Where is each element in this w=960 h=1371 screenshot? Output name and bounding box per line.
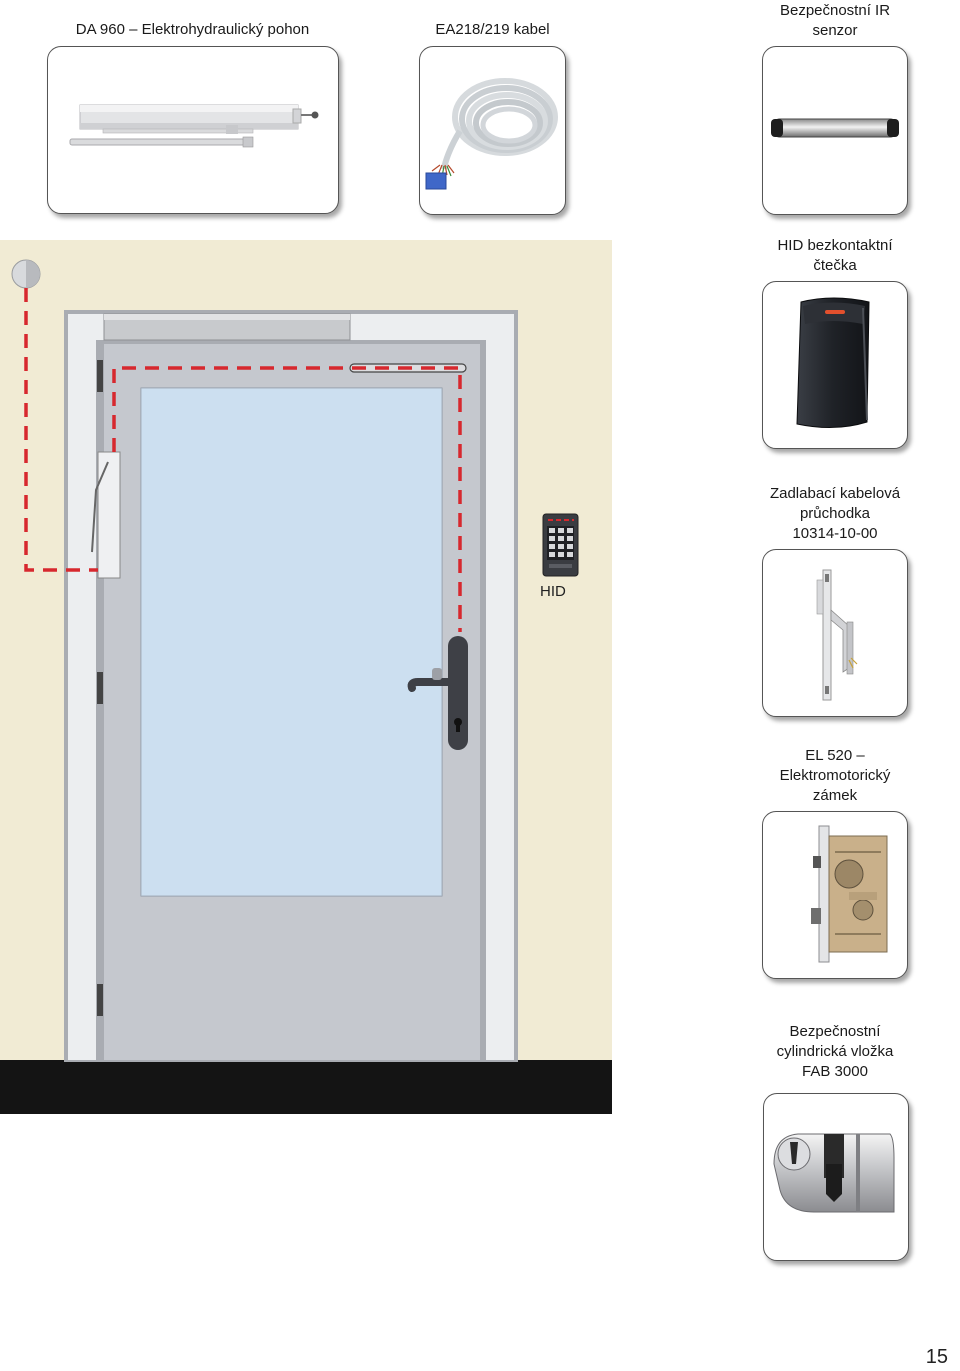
floor bbox=[0, 1060, 612, 1114]
card-drive bbox=[47, 46, 339, 214]
card-hid-reader bbox=[762, 281, 908, 449]
label-cylinder-line-2: cylindrická vložka bbox=[776, 1043, 894, 1060]
door-handle bbox=[407, 678, 460, 692]
card-cable-transfer bbox=[762, 549, 908, 717]
drive-image bbox=[69, 104, 319, 148]
wiring-to-power bbox=[24, 288, 98, 572]
label-drive-line-1: DA 960 – Elektrohydraulický pohon bbox=[75, 21, 310, 38]
label-hid-reader: HID bezkontaktní čtečka bbox=[755, 236, 915, 276]
label-hid-reader-line-1: HID bezkontaktní bbox=[777, 237, 893, 254]
lock-plate bbox=[448, 636, 468, 750]
card-cable bbox=[419, 46, 566, 215]
label-cable: EA218/219 kabel bbox=[415, 20, 570, 40]
label-lock-line-1: EL 520 – bbox=[805, 747, 865, 764]
label-cylinder-line-3: FAB 3000 bbox=[802, 1063, 868, 1080]
label-lock: EL 520 – Elektromotorický zámek bbox=[755, 746, 915, 806]
door-installation-illustration bbox=[0, 240, 612, 1114]
card-cylinder bbox=[763, 1093, 909, 1261]
cylinder-image bbox=[773, 1133, 895, 1213]
label-lock-line-2: Elektromotorický bbox=[779, 767, 891, 784]
hid-reader-image bbox=[796, 297, 870, 429]
page-number: 15 bbox=[925, 1346, 948, 1368]
keypad-label: HID bbox=[540, 583, 566, 600]
label-ir-sensor-line-1: Bezpečnostní IR bbox=[779, 2, 891, 19]
label-ir-sensor-line-2: senzor bbox=[812, 22, 858, 39]
cable-transfer-device bbox=[97, 451, 121, 579]
cable-image bbox=[425, 78, 558, 190]
label-lock-line-3: zámek bbox=[812, 787, 858, 804]
label-hid-reader-line-2: čtečka bbox=[813, 257, 857, 274]
label-drive: DA 960 – Elektrohydraulický pohon bbox=[50, 20, 335, 40]
label-cable-transfer: Zadlabací kabelová průchodka 10314-10-00 bbox=[750, 484, 920, 544]
card-lock bbox=[762, 811, 908, 979]
label-cylinder: Bezpečnostní cylindrická vložka FAB 3000 bbox=[755, 1022, 915, 1082]
label-cable-transfer-line-1: Zadlabací kabelová bbox=[769, 485, 901, 502]
label-ir-sensor: Bezpečnostní IR senzor bbox=[760, 1, 910, 41]
wiring-in-door bbox=[112, 366, 462, 632]
door-glass bbox=[140, 387, 443, 897]
ir-sensor-image bbox=[771, 118, 899, 138]
lock-image bbox=[811, 825, 888, 963]
cable-transfer-image bbox=[816, 569, 858, 701]
label-cable-line-1: EA218/219 kabel bbox=[435, 21, 550, 38]
label-cable-transfer-line-3: 10314-10-00 bbox=[792, 525, 878, 542]
card-ir-sensor bbox=[762, 46, 908, 215]
label-cable-transfer-line-2: průchodka bbox=[799, 505, 871, 522]
label-cylinder-line-1: Bezpečnostní bbox=[789, 1023, 881, 1040]
